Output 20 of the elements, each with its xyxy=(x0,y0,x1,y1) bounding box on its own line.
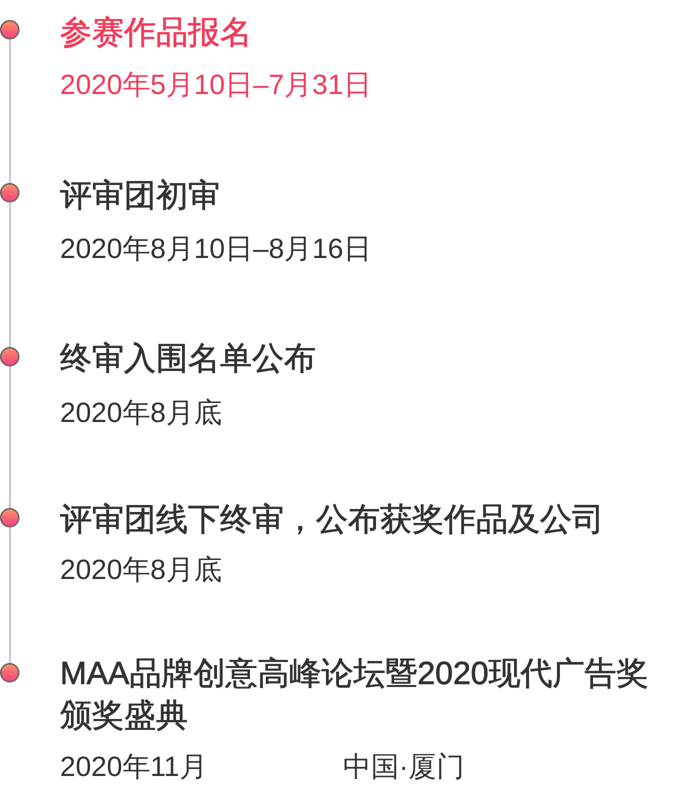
timeline-dot xyxy=(0,183,20,203)
event-title: 评审团初审 xyxy=(60,176,221,215)
event-date: 2020年8月底 xyxy=(60,397,222,429)
timeline-dot xyxy=(0,347,20,367)
event-title: 评审团线下终审，公布获奖作品及公司 xyxy=(60,500,605,539)
event-title: 参赛作品报名 xyxy=(60,13,253,52)
event-date: 2020年8月10日–8月16日 xyxy=(60,233,372,265)
timeline-dot xyxy=(0,20,20,40)
timeline-line xyxy=(9,366,11,508)
event-date: 2020年8月底 xyxy=(60,554,222,586)
timeline-line xyxy=(9,528,11,664)
timeline-line xyxy=(9,40,11,184)
event-title: 终审入围名单公布 xyxy=(60,339,317,378)
event-date: 2020年11月 xyxy=(60,751,208,783)
event-date: 2020年5月10日–7月31日 xyxy=(60,69,372,101)
timeline-dot xyxy=(0,508,20,528)
event-location: 中国·厦门 xyxy=(343,751,464,783)
timeline-line xyxy=(9,202,11,348)
timeline-dot xyxy=(0,663,20,683)
event-title: MAA品牌创意高峰论坛暨2020现代广告奖颁奖盛典 xyxy=(60,654,650,735)
